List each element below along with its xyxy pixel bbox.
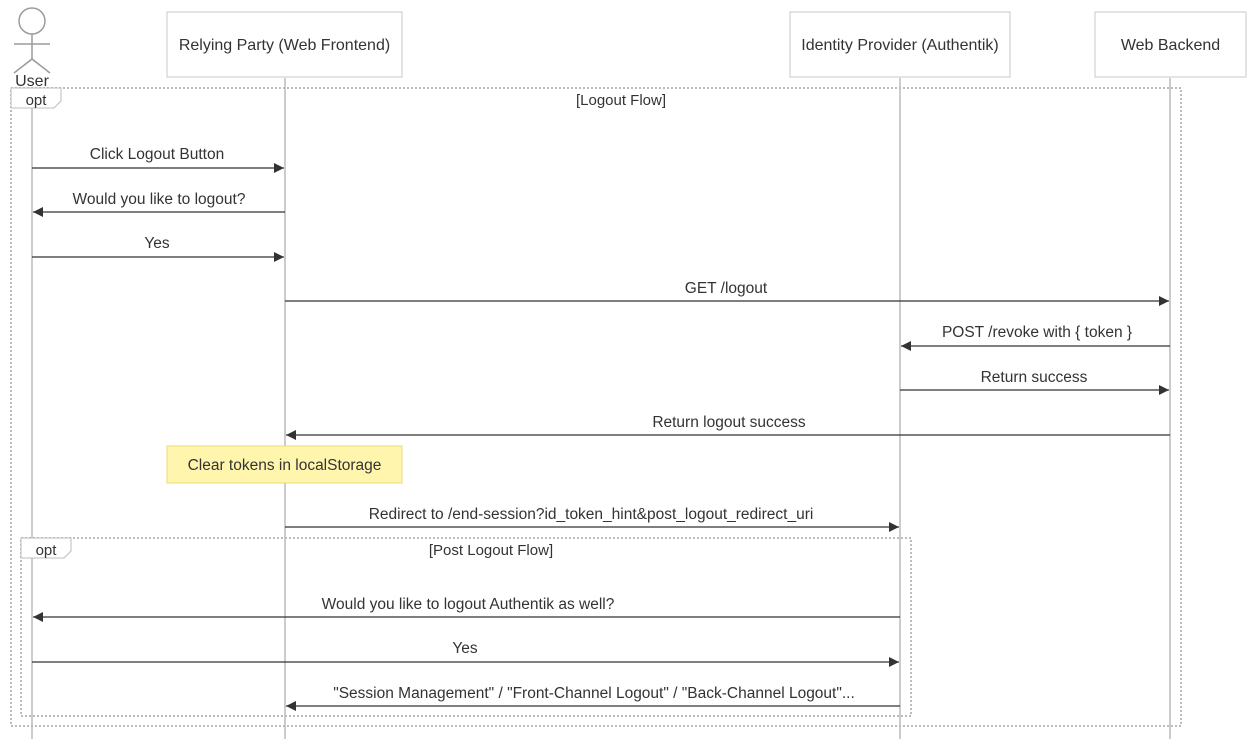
fragment-keyword: opt — [26, 92, 48, 109]
message-label: Would you like to logout? — [73, 191, 246, 208]
fragment-post-logout-flow: opt [Post Logout Flow] — [20, 537, 912, 717]
message-session-management: "Session Management" / "Front-Channel Lo… — [286, 685, 900, 711]
participant-relying-party: Relying Party (Web Frontend) — [166, 11, 403, 78]
message-return-logout-success: Return logout success — [286, 414, 1170, 440]
fragment-keyword: opt — [36, 542, 58, 559]
message-post-revoke: POST /revoke with { token } — [901, 324, 1170, 351]
message-label: Yes — [452, 640, 478, 657]
participant-label-web-backend: Web Backend — [1121, 37, 1220, 54]
participant-label-user: User — [15, 73, 49, 90]
message-label: Yes — [144, 235, 170, 252]
message-click-logout: Click Logout Button — [32, 146, 284, 173]
message-label: "Session Management" / "Front-Channel Lo… — [333, 685, 855, 702]
message-label: Redirect to /end-session?id_token_hint&p… — [369, 506, 814, 523]
note-clear-tokens: Clear tokens in localStorage — [166, 445, 403, 484]
participant-label-identity-provider: Identity Provider (Authentik) — [801, 37, 998, 54]
stick-figure-icon — [13, 7, 51, 74]
message-return-success: Return success — [900, 369, 1169, 395]
fragment-condition: [Logout Flow] — [576, 92, 666, 109]
message-label: Would you like to logout Authentik as we… — [322, 596, 615, 613]
message-get-logout: GET /logout — [285, 280, 1169, 306]
fragment-logout-flow: opt [Logout Flow] — [10, 87, 1182, 727]
message-redirect-end-session: Redirect to /end-session?id_token_hint&p… — [285, 506, 899, 532]
message-yes: Yes — [32, 235, 284, 262]
fragment-condition: [Post Logout Flow] — [429, 542, 553, 559]
message-yes-authentik: Yes — [32, 640, 899, 667]
user-actor: User — [13, 7, 51, 90]
message-label: POST /revoke with { token } — [942, 324, 1132, 341]
note-label: Clear tokens in localStorage — [188, 457, 382, 474]
message-label: Return logout success — [652, 414, 806, 431]
message-label: GET /logout — [685, 280, 768, 297]
message-confirm-logout: Would you like to logout? — [33, 191, 285, 217]
message-label: Return success — [981, 369, 1088, 386]
participant-identity-provider: Identity Provider (Authentik) — [789, 11, 1011, 78]
participant-label-relying-party: Relying Party (Web Frontend) — [179, 37, 390, 54]
message-logout-authentik: Would you like to logout Authentik as we… — [33, 596, 900, 622]
message-label: Click Logout Button — [90, 146, 224, 163]
participant-web-backend: Web Backend — [1094, 11, 1247, 78]
